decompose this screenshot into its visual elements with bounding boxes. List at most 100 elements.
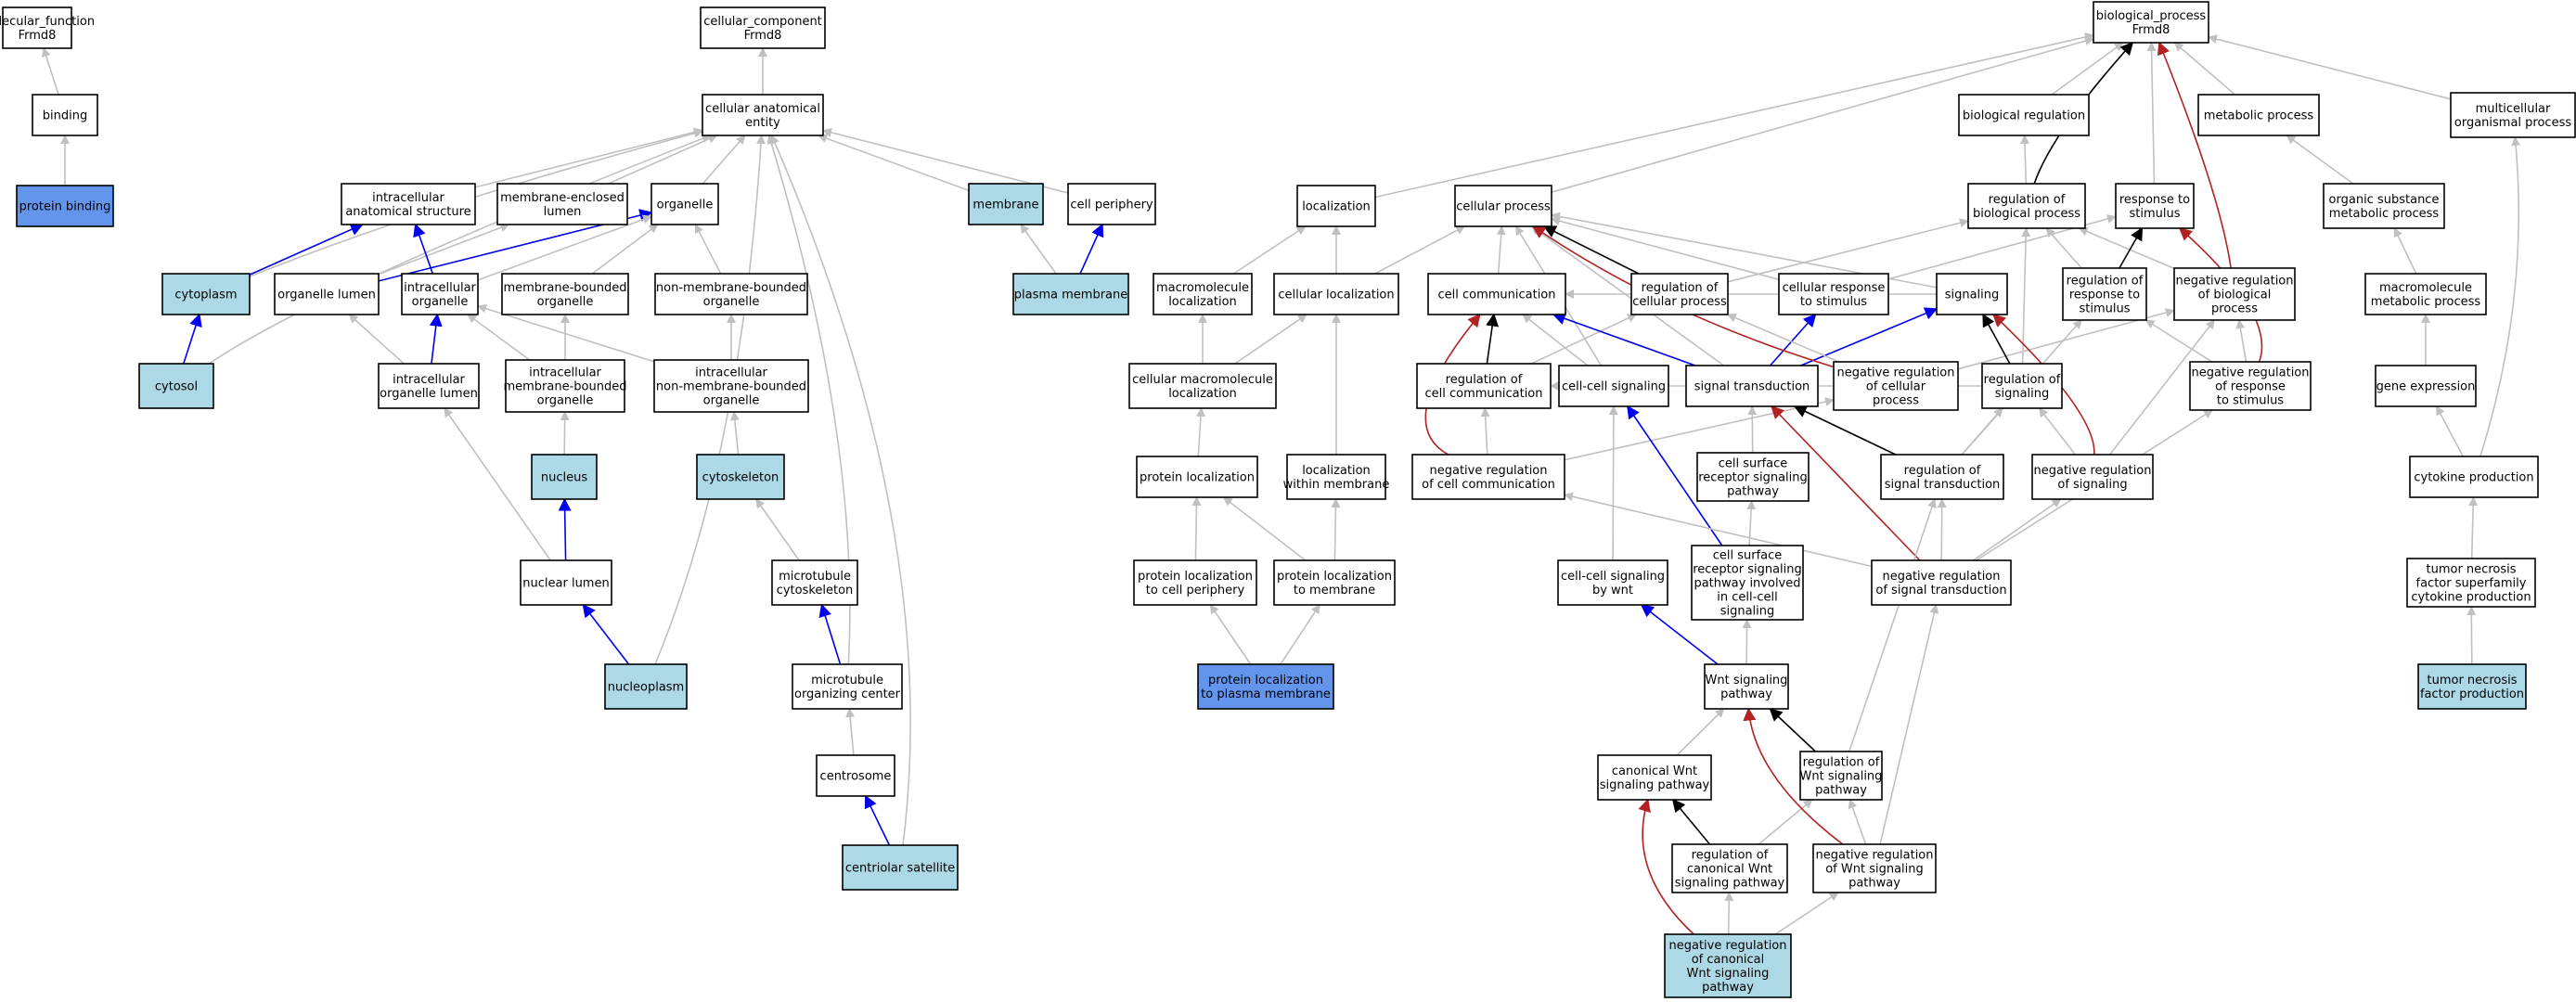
go-term-node-cellular_process[interactable]: cellular process bbox=[1454, 185, 1552, 227]
go-term-node-plasma_membrane[interactable]: plasma membrane bbox=[1012, 273, 1129, 315]
node-label-line: cell-cell signaling bbox=[1562, 380, 1666, 394]
edge-organelle-to-cae bbox=[702, 135, 746, 185]
go-term-node-organelle_lumen[interactable]: organelle lumen bbox=[274, 273, 380, 315]
node-label-line: organic substance bbox=[2329, 193, 2440, 207]
go-term-node-bio_reg[interactable]: biological regulation bbox=[1958, 94, 2090, 136]
edge-neg_reg_bp-to-bp bbox=[2157, 41, 2232, 269]
node-label-line: cell surface bbox=[1713, 549, 1783, 563]
go-term-node-cell_comm[interactable]: cell communication bbox=[1427, 273, 1566, 315]
go-term-node-st[interactable]: signal transduction bbox=[1685, 365, 1819, 407]
go-term-node-localization[interactable]: localization bbox=[1296, 185, 1376, 227]
node-box bbox=[2189, 361, 2312, 411]
edge-neg_reg_st-to-neg_reg_sig bbox=[1972, 498, 2062, 561]
go-term-node-membrane[interactable]: membrane bbox=[968, 183, 1044, 225]
go-term-node-cytoplasm[interactable]: cytoplasm bbox=[161, 273, 251, 315]
node-box bbox=[816, 754, 895, 797]
node-box bbox=[650, 183, 719, 225]
go-term-node-cytosol[interactable]: cytosol bbox=[138, 363, 214, 409]
go-term-node-protein_binding[interactable]: protein binding bbox=[16, 185, 114, 227]
node-box bbox=[2197, 94, 2320, 136]
edge-wnt-to-ccs_wnt bbox=[1640, 604, 1719, 665]
go-term-node-prot_loc[interactable]: protein localization bbox=[1136, 456, 1258, 498]
go-term-node-ccs[interactable]: cell-cell signaling bbox=[1558, 365, 1669, 407]
edge-cell_periphery-to-cae bbox=[822, 127, 1069, 194]
node-label-line: membrane bbox=[972, 199, 1038, 212]
node-box bbox=[842, 844, 959, 891]
node-label-line: negative regulation bbox=[2175, 275, 2293, 289]
node-label-line: macromolecule bbox=[2379, 281, 2472, 295]
go-term-node-inmbo[interactable]: intracellularnon-membrane-boundedorganel… bbox=[653, 359, 809, 413]
go-term-node-gene_expr[interactable]: gene expression bbox=[2375, 365, 2477, 407]
edge-centrosome-to-mtoc bbox=[845, 708, 856, 756]
node-label-line: stimulus bbox=[2129, 207, 2180, 221]
go-term-node-cytoskeleton[interactable]: cytoskeleton bbox=[696, 454, 785, 500]
go-term-node-nucleoplasm[interactable]: nucleoplasm bbox=[604, 663, 688, 710]
node-box bbox=[2115, 183, 2195, 229]
go-term-node-binding[interactable]: binding bbox=[32, 94, 98, 136]
edge-localization-to-bp bbox=[1374, 32, 2094, 199]
go-term-node-cytokine_prod[interactable]: cytokine production bbox=[2409, 456, 2539, 498]
edge-pltm-to-loc_in_mem bbox=[1331, 498, 1341, 561]
go-term-node-organelle[interactable]: organelle bbox=[650, 183, 719, 225]
go-term-node-centriolar_satellite[interactable]: centriolar satellite bbox=[842, 844, 959, 891]
go-term-node-cell_periphery[interactable]: cell periphery bbox=[1067, 183, 1156, 225]
node-label-line: receptor signaling bbox=[1698, 471, 1808, 485]
node-label-line: cytoskeleton bbox=[702, 471, 779, 485]
go-term-node-nuclear_lumen[interactable]: nuclear lumen bbox=[520, 559, 612, 606]
node-label-line: macromolecule bbox=[1156, 281, 1249, 295]
node-label-line: cellular process bbox=[1456, 200, 1551, 214]
go-term-node-metabolic[interactable]: metabolic process bbox=[2197, 94, 2320, 136]
go-term-node-nucleus[interactable]: nucleus bbox=[531, 454, 598, 500]
go-term-node-signaling[interactable]: signaling bbox=[1936, 273, 2008, 315]
go-term-node-centrosome[interactable]: centrosome bbox=[816, 754, 895, 797]
go-term-node-cell_loc[interactable]: cellular localization bbox=[1273, 273, 1399, 315]
